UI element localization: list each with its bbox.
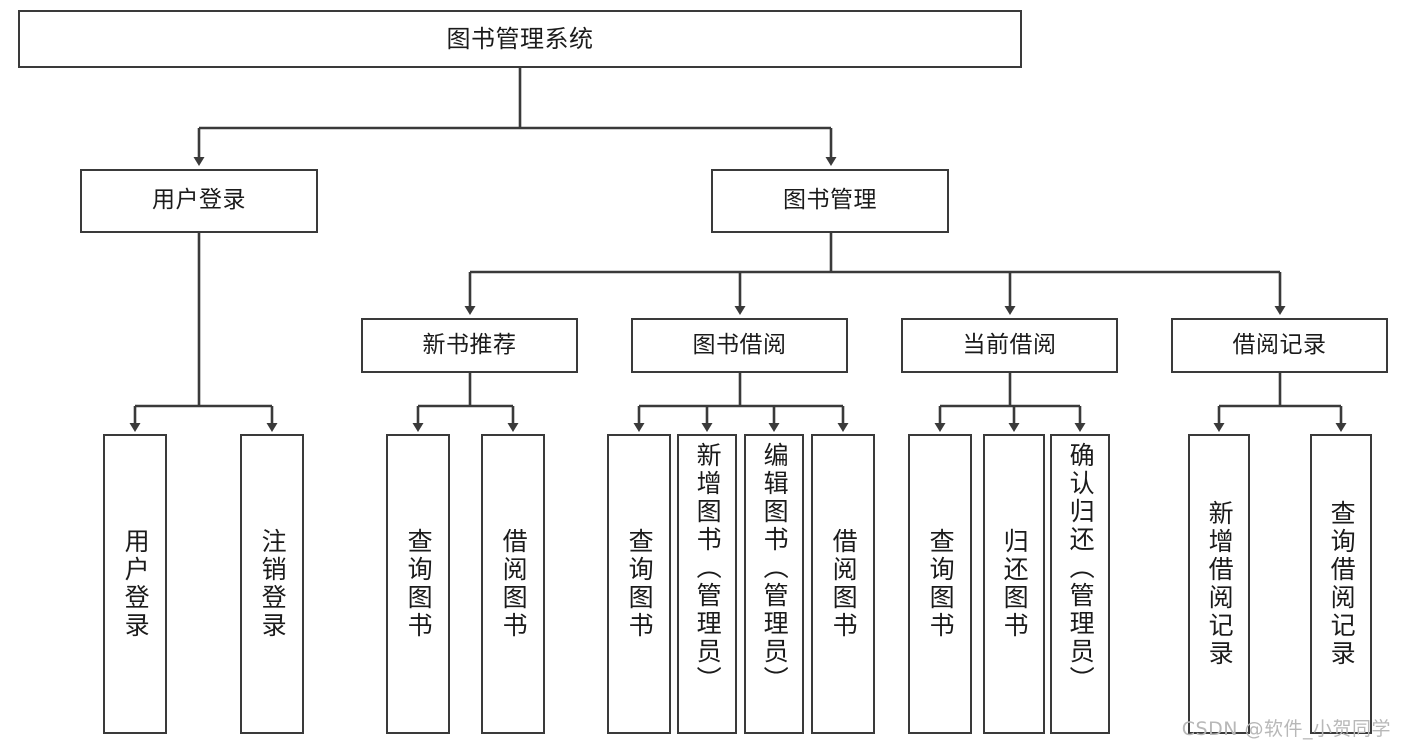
node-leaf-add-borrow-record[interactable]: 新增借阅记录 [1188, 434, 1250, 734]
node-leaf-borrow-book-rec-label: 借阅图书 [499, 528, 529, 640]
node-leaf-edit-book-admin[interactable]: 编辑图书（管理员） [744, 434, 804, 734]
node-leaf-query-book-rec[interactable]: 查询图书 [386, 434, 450, 734]
node-leaf-logout[interactable]: 注销登录 [240, 434, 304, 734]
node-root[interactable]: 图书管理系统 [18, 10, 1022, 68]
node-new-book-recommend-label: 新书推荐 [422, 331, 517, 358]
node-leaf-return-book[interactable]: 归还图书 [983, 434, 1045, 734]
node-leaf-add-book-admin[interactable]: 新增图书（管理员） [677, 434, 737, 734]
node-leaf-query-book-current-label: 查询图书 [926, 528, 956, 640]
watermark: CSDN @软件_小贺同学 [1181, 718, 1391, 740]
node-leaf-borrow-book-borrow-label: 借阅图书 [829, 528, 859, 640]
node-leaf-user-login-label: 用户登录 [121, 528, 151, 640]
node-leaf-add-book-admin-label: 新增图书（管理员） [693, 442, 723, 694]
node-user-login-label: 用户登录 [152, 187, 246, 214]
node-leaf-add-borrow-record-label: 新增借阅记录 [1205, 500, 1235, 668]
node-book-borrow-label: 图书借阅 [692, 331, 787, 358]
node-borrow-record[interactable]: 借阅记录 [1171, 318, 1388, 373]
node-book-management-label: 图书管理 [783, 187, 877, 214]
node-book-management[interactable]: 图书管理 [711, 169, 949, 233]
node-leaf-edit-book-admin-label: 编辑图书（管理员） [760, 442, 790, 694]
node-leaf-user-login[interactable]: 用户登录 [103, 434, 167, 734]
node-leaf-query-book-rec-label: 查询图书 [404, 528, 434, 640]
node-borrow-record-label: 借阅记录 [1232, 331, 1327, 358]
node-leaf-confirm-return-admin[interactable]: 确认归还（管理员） [1050, 434, 1110, 734]
node-leaf-query-book-current[interactable]: 查询图书 [908, 434, 972, 734]
node-leaf-query-book-borrow-label: 查询图书 [625, 528, 655, 640]
node-leaf-confirm-return-admin-label: 确认归还（管理员） [1066, 442, 1096, 694]
node-leaf-return-book-label: 归还图书 [1000, 528, 1030, 640]
node-new-book-recommend[interactable]: 新书推荐 [361, 318, 578, 373]
node-leaf-query-borrow-record[interactable]: 查询借阅记录 [1310, 434, 1372, 734]
node-root-label: 图书管理系统 [446, 24, 594, 53]
node-leaf-query-borrow-record-label: 查询借阅记录 [1327, 500, 1357, 668]
node-leaf-query-book-borrow[interactable]: 查询图书 [607, 434, 671, 734]
node-leaf-logout-label: 注销登录 [258, 528, 288, 640]
node-current-borrow[interactable]: 当前借阅 [901, 318, 1118, 373]
node-leaf-borrow-book-rec[interactable]: 借阅图书 [481, 434, 545, 734]
node-user-login[interactable]: 用户登录 [80, 169, 318, 233]
node-current-borrow-label: 当前借阅 [962, 331, 1057, 358]
node-leaf-borrow-book-borrow[interactable]: 借阅图书 [811, 434, 875, 734]
node-book-borrow[interactable]: 图书借阅 [631, 318, 848, 373]
